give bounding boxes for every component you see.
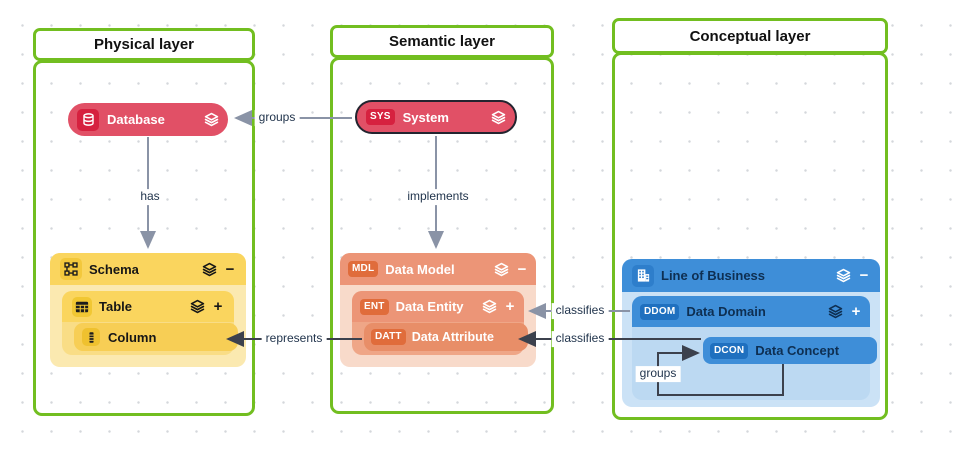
- layers-icon[interactable]: [828, 304, 843, 319]
- schema-icon: [60, 258, 82, 280]
- layers-icon[interactable]: [482, 299, 497, 314]
- layers-icon[interactable]: [494, 262, 509, 277]
- data-model-type-badge: MDL: [348, 261, 379, 277]
- database-icon: [77, 108, 99, 131]
- table-icon: [72, 296, 92, 317]
- column-icon: [82, 328, 100, 346]
- node-data-entity-group[interactable]: ENT Data Entity + DATT Data Attribute: [352, 291, 528, 355]
- data-entity-type-badge: ENT: [360, 298, 389, 315]
- node-column[interactable]: Column: [74, 323, 238, 351]
- node-schema-group[interactable]: Schema − Table + Column: [50, 253, 246, 367]
- layers-icon[interactable]: [202, 262, 217, 277]
- collapse-button[interactable]: −: [859, 267, 869, 284]
- data-attribute-type-badge: DATT: [371, 329, 406, 345]
- collapse-button[interactable]: −: [225, 260, 235, 278]
- semantic-layer-title[interactable]: Semantic layer: [330, 25, 554, 58]
- edge-label-classifies-top[interactable]: classifies: [551, 303, 609, 319]
- physical-layer-container: [33, 60, 255, 416]
- node-data-domain-group[interactable]: DDOM Data Domain + DCON Data Concept: [632, 296, 877, 400]
- semantic-layer-container: [330, 57, 554, 414]
- layers-icon[interactable]: [204, 112, 219, 127]
- system-label: System: [402, 109, 449, 125]
- line-of-business-header[interactable]: Line of Business −: [622, 259, 880, 292]
- edge-label-classifies-bottom[interactable]: classifies: [551, 331, 609, 347]
- edge-label-has[interactable]: has: [136, 189, 164, 205]
- edge-label-implements[interactable]: implements: [403, 189, 473, 205]
- table-label: Table: [99, 299, 132, 314]
- node-line-of-business-group[interactable]: Line of Business − DDOM Data Domain + DC…: [622, 259, 880, 407]
- data-domain-label: Data Domain: [686, 304, 766, 319]
- database-label: Database: [107, 112, 165, 127]
- expand-button[interactable]: +: [851, 303, 861, 320]
- building-icon: [632, 264, 654, 287]
- column-label: Column: [108, 329, 157, 345]
- data-concept-type-badge: DCON: [710, 342, 749, 359]
- node-database[interactable]: Database: [68, 103, 228, 136]
- line-of-business-label: Line of Business: [661, 268, 766, 283]
- table-header[interactable]: Table +: [62, 291, 234, 322]
- system-type-badge: SYS: [366, 109, 395, 125]
- node-system[interactable]: SYS System: [355, 100, 517, 134]
- node-data-concept[interactable]: DCON Data Concept: [703, 337, 877, 364]
- layers-icon[interactable]: [491, 110, 506, 125]
- edge-label-represents[interactable]: represents: [261, 331, 327, 347]
- data-entity-header[interactable]: ENT Data Entity +: [352, 291, 524, 322]
- data-entity-label: Data Entity: [395, 299, 464, 314]
- conceptual-layer-title[interactable]: Conceptual layer: [612, 18, 888, 54]
- layers-icon[interactable]: [190, 299, 205, 314]
- physical-layer-title[interactable]: Physical layer: [33, 28, 255, 61]
- data-model-label: Data Model: [385, 261, 455, 277]
- data-concept-label: Data Concept: [755, 343, 840, 358]
- node-table-group[interactable]: Table + Column: [62, 291, 238, 355]
- data-attribute-label: Data Attribute: [411, 329, 494, 344]
- edge-label-groups-self[interactable]: groups: [635, 366, 681, 382]
- collapse-button[interactable]: −: [517, 260, 527, 278]
- data-domain-header[interactable]: DDOM Data Domain +: [632, 296, 870, 327]
- schema-header[interactable]: Schema −: [50, 253, 246, 285]
- node-data-attribute[interactable]: DATT Data Attribute: [364, 323, 528, 351]
- data-domain-type-badge: DDOM: [640, 303, 680, 320]
- edge-label-groups[interactable]: groups: [254, 110, 300, 126]
- expand-button[interactable]: +: [505, 298, 515, 315]
- node-data-model-group[interactable]: MDL Data Model − ENT Data Entity + DATT …: [340, 253, 536, 367]
- schema-label: Schema: [89, 261, 139, 277]
- expand-button[interactable]: +: [213, 298, 223, 315]
- data-model-header[interactable]: MDL Data Model −: [340, 253, 536, 285]
- layers-icon[interactable]: [836, 268, 851, 283]
